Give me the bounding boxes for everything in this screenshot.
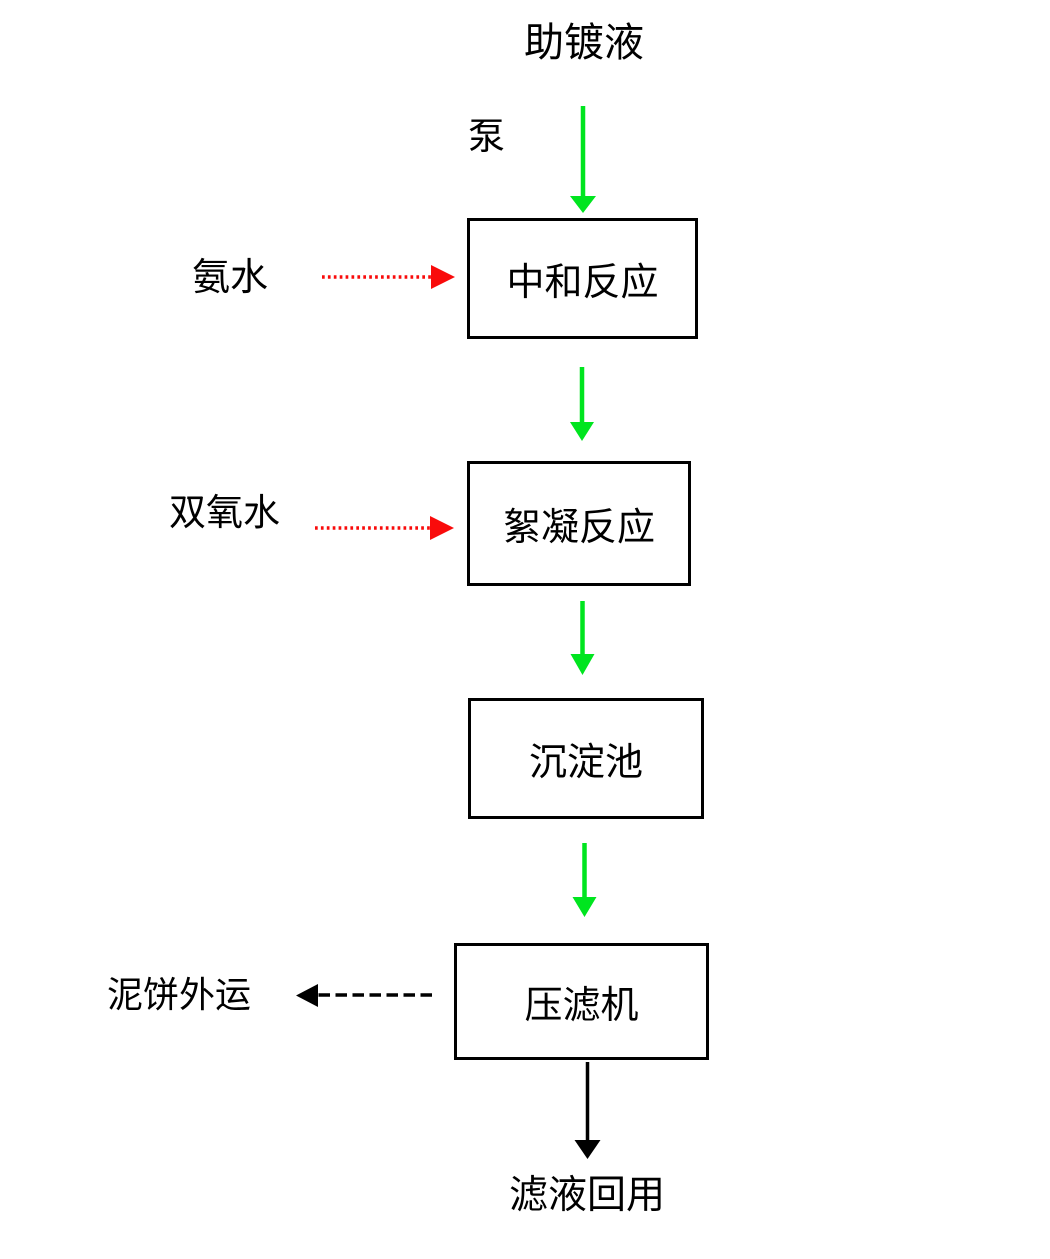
process-box-flocculation-label: 絮凝反应 (502, 507, 655, 549)
arrow-head (570, 654, 595, 675)
process-box-sedimentation: 沉淀池 (468, 698, 704, 819)
process-box-neutralization-label: 中和反应 (506, 262, 659, 304)
arrow-head (570, 196, 596, 213)
pump-label: 泵 (468, 117, 505, 158)
source-label: 助镀液 (524, 20, 644, 65)
arrow-head (574, 1140, 601, 1159)
process-box-filter-press: 压滤机 (454, 943, 709, 1060)
arrow-head (431, 265, 455, 289)
filtrate-output-label: 滤液回用 (509, 1174, 666, 1217)
output-arrow-sludge-icon (296, 984, 432, 1007)
output-arrow-filtrate-icon (574, 1062, 601, 1159)
sludge-output-label: 泥饼外运 (107, 975, 252, 1015)
ammonia-input-label: 氨水 (192, 257, 269, 299)
peroxide-input-label: 双氧水 (169, 493, 280, 534)
process-box-sedimentation-label: 沉淀池 (528, 742, 643, 784)
flow-arrow-flocculation-to-sedimentation-icon (570, 601, 595, 675)
process-box-neutralization: 中和反应 (467, 218, 698, 339)
dosing-arrow-peroxide-icon (315, 516, 454, 540)
flow-arrow-source-to-neutralization-icon (570, 106, 596, 213)
arrow-head (296, 984, 318, 1007)
arrow-head (570, 422, 594, 441)
arrow-head (430, 516, 454, 540)
flow-arrow-sedimentation-to-filter-press-icon (572, 843, 597, 917)
process-box-filter-press-label: 压滤机 (524, 985, 639, 1027)
flow-arrow-neutralization-to-flocculation-icon (570, 367, 594, 441)
dosing-arrow-ammonia-icon (322, 265, 455, 289)
process-box-flocculation: 絮凝反应 (467, 461, 691, 586)
arrow-head (572, 897, 597, 917)
